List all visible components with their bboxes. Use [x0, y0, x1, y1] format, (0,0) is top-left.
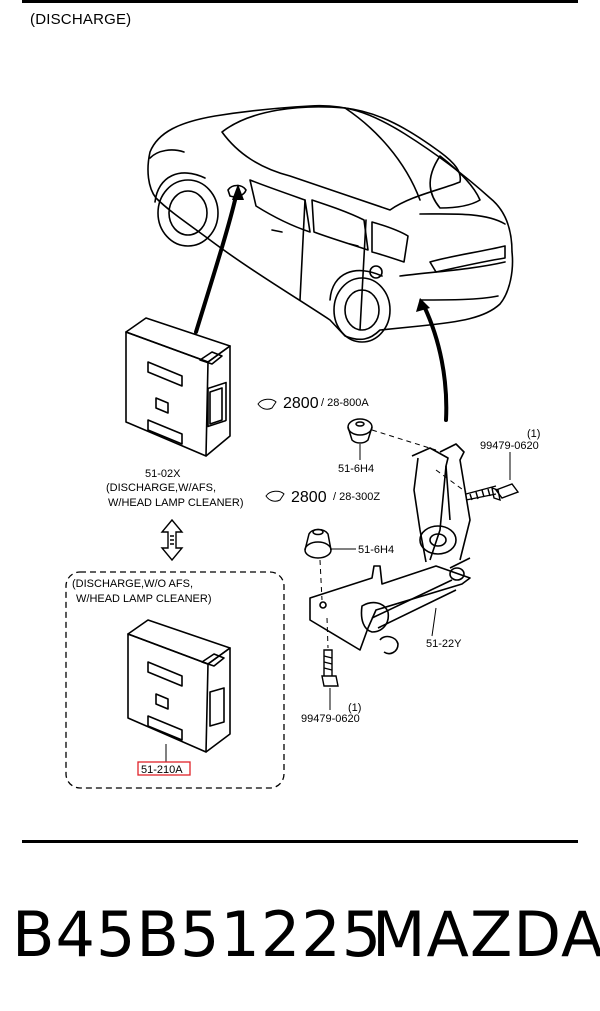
- part-number: B45B51225: [12, 898, 383, 971]
- ref-lower-suffix: / 28-300Z: [333, 491, 380, 503]
- module-lower-note-2: W/HEAD LAMP CLEANER): [76, 593, 212, 605]
- control-module-lower: [127, 619, 231, 753]
- bolt-upper-label: 99479-0620: [480, 440, 539, 452]
- clip-lower: [304, 528, 332, 559]
- interchange-arrow-icon: [160, 518, 184, 562]
- bolt-lower-label: 99479-0620: [301, 713, 360, 725]
- clip-upper: [347, 418, 373, 444]
- clip-lower-label: 51-6H4: [358, 544, 394, 556]
- leader-lines: [194, 194, 449, 422]
- control-module-upper: [125, 317, 231, 457]
- reference-icon-lower: [265, 490, 285, 502]
- vehicle-illustration: [147, 104, 514, 343]
- variant-group-box: [65, 571, 285, 789]
- module-upper-note-1: (DISCHARGE,W/AFS,: [106, 482, 216, 494]
- ref-upper-code: 2800: [283, 395, 319, 412]
- parts-diagram: 51-02X (DISCHARGE,W/AFS, W/HEAD LAMP CLE…: [65, 104, 540, 789]
- module-lower-note-1: (DISCHARGE,W/O AFS,: [72, 578, 193, 590]
- section-title: (DISCHARGE): [30, 11, 132, 28]
- highlight-box: [137, 761, 191, 776]
- module-lower-label: 51-210A: [141, 764, 183, 776]
- module-upper-label: 51-02X: [145, 468, 181, 480]
- reference-icon-upper: [257, 398, 277, 410]
- bracket-label: 51-22Y: [426, 638, 462, 650]
- bolt-lower: [321, 649, 339, 687]
- ref-lower-code: 2800: [291, 489, 327, 506]
- bottom-rule: [22, 840, 578, 843]
- top-rule: [22, 0, 578, 3]
- bolt-lower-qty: (1): [348, 702, 361, 714]
- module-upper-note-2: W/HEAD LAMP CLEANER): [108, 497, 244, 509]
- clip-upper-label: 51-6H4: [338, 463, 374, 475]
- bolt-upper: [465, 483, 520, 502]
- bolt-upper-qty: (1): [527, 428, 540, 440]
- brand-name: MAZDA: [372, 898, 600, 971]
- bracket: [309, 443, 471, 655]
- ref-upper-suffix: / 28-800A: [321, 397, 369, 409]
